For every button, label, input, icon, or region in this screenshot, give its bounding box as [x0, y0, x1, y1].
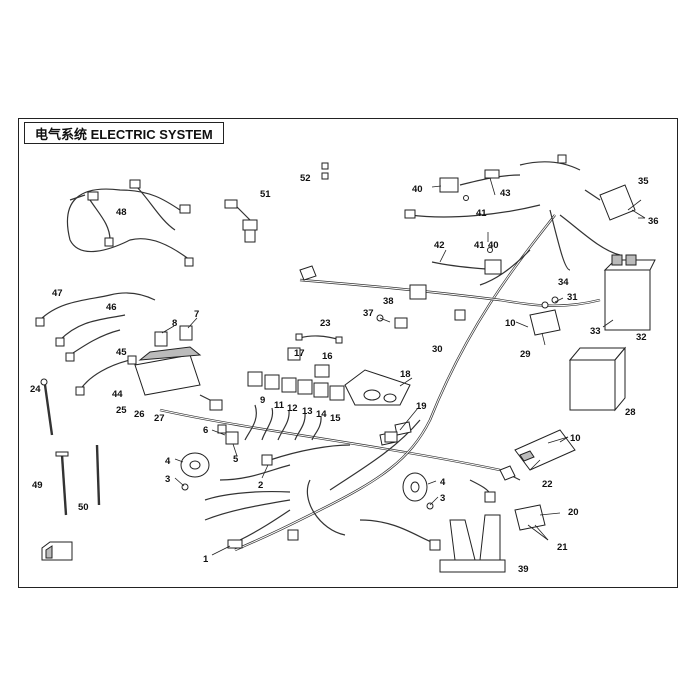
- sensor-51: [224, 199, 258, 243]
- switch-kit-18: [344, 369, 411, 406]
- callout-18: 18: [400, 369, 411, 380]
- callout-27: 27: [154, 413, 165, 424]
- callout-50: 50: [78, 502, 89, 513]
- callout-25: 25: [116, 405, 127, 416]
- bracket-35: [584, 184, 636, 221]
- callout-21: 21: [557, 542, 568, 553]
- callout-20: 20: [568, 507, 579, 518]
- small-harnesses: [35, 292, 156, 396]
- callout-17: 17: [294, 348, 305, 359]
- callout-30: 30: [432, 344, 443, 355]
- callout-44: 44: [112, 389, 123, 400]
- callout-10-left: 10: [505, 318, 516, 329]
- ecu-22: [514, 429, 576, 471]
- callout-42: 42: [434, 240, 445, 251]
- callout-31: 31: [567, 292, 578, 303]
- callout-47: 47: [52, 288, 63, 299]
- callout-labels: 1 2 3 3 4 4 5 6 7 8 9 10 10 11 12 13 14 …: [30, 173, 659, 575]
- callout-26: 26: [134, 409, 145, 420]
- callout-15: 15: [330, 413, 341, 424]
- callout-2: 2: [258, 480, 263, 491]
- bracket-20: [514, 504, 546, 531]
- main-wiring-harness: [159, 209, 621, 552]
- callout-48: 48: [116, 207, 127, 218]
- top-connectors: [404, 154, 581, 275]
- callout-40-top: 40: [412, 184, 423, 195]
- callout-43: 43: [500, 188, 511, 199]
- callout-1: 1: [203, 554, 209, 565]
- cable-tie-24: [40, 378, 54, 436]
- sensor-1: [227, 509, 291, 549]
- callout-37: 37: [363, 308, 374, 319]
- callout-32: 32: [636, 332, 647, 343]
- regulator-32: [603, 254, 656, 331]
- callout-35: 35: [638, 176, 649, 187]
- callout-8: 8: [172, 318, 177, 329]
- callout-22: 22: [542, 479, 553, 490]
- sub-harness-48: [66, 179, 194, 267]
- callout-23: 23: [320, 318, 331, 329]
- callout-41-top: 41: [476, 208, 487, 219]
- connectors-16-17-23: [287, 333, 343, 378]
- callout-36: 36: [648, 216, 659, 227]
- callout-3-left: 3: [165, 474, 170, 485]
- callout-12: 12: [287, 403, 298, 414]
- strap-50: [95, 444, 101, 506]
- callout-41-mid: 41: [474, 240, 485, 251]
- sensor-38: [376, 314, 408, 329]
- callout-46: 46: [106, 302, 117, 313]
- fuse-box-assembly: [134, 325, 223, 411]
- callout-29: 29: [520, 349, 531, 360]
- strap-39: [439, 514, 506, 573]
- callout-51: 51: [260, 189, 271, 200]
- cable-tie-49: [55, 451, 69, 516]
- relay-row: [244, 371, 345, 441]
- horn-right: [402, 472, 434, 510]
- connector-19: [384, 431, 398, 443]
- starter-relay-29: [529, 296, 561, 336]
- diagram-title: 电气系统 ELECTRIC SYSTEM: [24, 122, 224, 144]
- callout-10-right: 10: [570, 433, 581, 444]
- callout-3-right: 3: [440, 493, 445, 504]
- callout-7: 7: [194, 309, 199, 320]
- callout-34: 34: [558, 277, 569, 288]
- callout-13: 13: [302, 406, 313, 417]
- callout-14: 14: [316, 409, 327, 420]
- callout-45: 45: [116, 347, 127, 358]
- callout-39: 39: [518, 564, 529, 575]
- callout-52: 52: [300, 173, 311, 184]
- callout-5: 5: [233, 454, 239, 465]
- horn-left: [180, 452, 210, 491]
- callout-9: 9: [260, 395, 265, 406]
- callout-6: 6: [203, 425, 208, 436]
- callout-38: 38: [383, 296, 394, 307]
- callout-4-left: 4: [165, 456, 171, 467]
- callout-24: 24: [30, 384, 41, 395]
- callout-4-right: 4: [440, 477, 446, 488]
- callout-16: 16: [322, 351, 333, 362]
- callout-49: 49: [32, 480, 43, 491]
- parts-5-6: [217, 424, 239, 445]
- leader-lines: [161, 177, 646, 556]
- callout-40-mid: 40: [488, 240, 499, 251]
- callout-19: 19: [416, 401, 427, 412]
- callout-28: 28: [625, 407, 636, 418]
- front-arrow-icon: [41, 541, 73, 561]
- callout-33: 33: [590, 326, 601, 337]
- fuse-52: [321, 162, 329, 180]
- battery-28: [568, 346, 627, 412]
- callout-11: 11: [274, 400, 285, 411]
- diagram-frame: [18, 118, 678, 588]
